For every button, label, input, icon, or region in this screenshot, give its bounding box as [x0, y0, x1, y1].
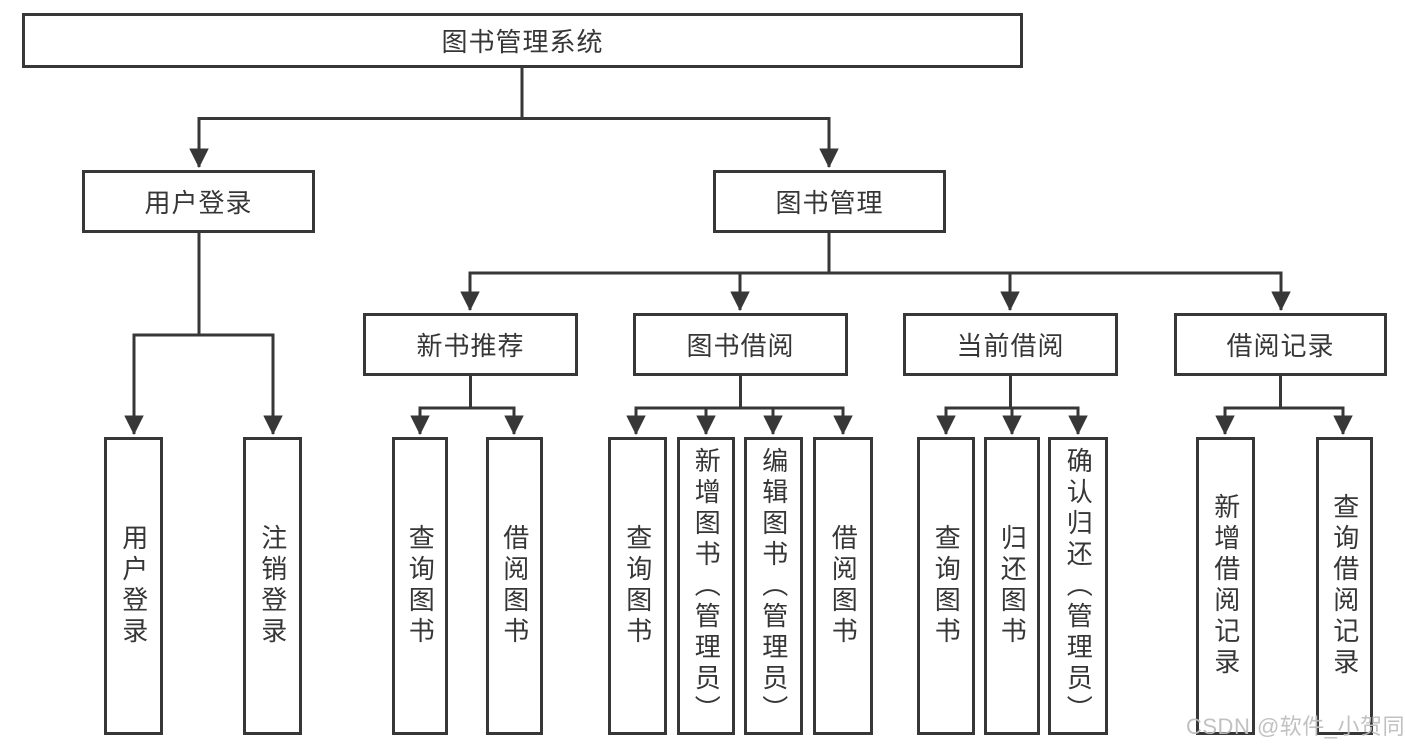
- leaf-current-return-books: 归还图书: [984, 437, 1040, 735]
- node-new-book-recommend: 新书推荐: [363, 313, 578, 376]
- leaf-label: 查询借阅记录: [1329, 493, 1360, 679]
- node-current-borrow: 当前借阅: [903, 313, 1118, 376]
- leaf-borrow-add-books-admin: 新增图书（管理员）: [677, 437, 735, 735]
- leaf-label: 借阅图书: [499, 524, 530, 648]
- leaf-borrow-borrow-books: 借阅图书: [813, 437, 873, 735]
- node-label: 图书管理: [775, 188, 884, 218]
- leaf-records-query-record: 查询借阅记录: [1316, 437, 1373, 735]
- node-label: 借阅记录: [1226, 331, 1335, 361]
- leaf-label: 注销登录: [257, 524, 288, 648]
- node-library-management-system: 图书管理系统: [22, 13, 1023, 68]
- leaf-borrow-edit-books-admin: 编辑图书（管理员）: [744, 437, 803, 735]
- leaf-label: 新增借阅记录: [1210, 493, 1241, 679]
- leaf-records-add-record: 新增借阅记录: [1196, 437, 1255, 735]
- leaf-label: 新增图书（管理员）: [691, 446, 722, 726]
- leaf-label: 确认归还（管理员）: [1063, 446, 1094, 726]
- csdn-watermark: CSDN @软件_小贺同学: [1186, 714, 1405, 739]
- leaf-borrow-query-books: 查询图书: [608, 437, 667, 735]
- leaf-current-confirm-return-admin: 确认归还（管理员）: [1048, 437, 1108, 735]
- node-label: 新书推荐: [416, 331, 525, 361]
- leaf-recommend-borrow-books: 借阅图书: [486, 437, 543, 735]
- leaf-label: 查询图书: [622, 524, 653, 648]
- node-label: 图书管理系统: [441, 27, 604, 57]
- leaf-label: 编辑图书（管理员）: [758, 446, 789, 726]
- leaf-current-query-books: 查询图书: [917, 437, 975, 735]
- leaf-label: 归还图书: [997, 524, 1028, 648]
- leaf-label: 查询图书: [931, 524, 962, 648]
- leaf-logout-login: 注销登录: [243, 437, 302, 735]
- node-label: 图书借阅: [686, 331, 795, 361]
- leaf-label: 借阅图书: [828, 524, 859, 648]
- node-label: 用户登录: [144, 188, 253, 218]
- leaf-label: 查询图书: [405, 524, 436, 648]
- leaf-label: 用户登录: [118, 524, 149, 648]
- node-user-login: 用户登录: [82, 170, 315, 233]
- node-book-management: 图书管理: [713, 170, 946, 233]
- node-borrow-records: 借阅记录: [1174, 313, 1387, 376]
- node-label: 当前借阅: [956, 331, 1065, 361]
- leaf-user-login: 用户登录: [104, 437, 163, 735]
- leaf-recommend-query-books: 查询图书: [392, 437, 448, 735]
- node-book-borrow: 图书借阅: [633, 313, 848, 376]
- connector-trunk-lines: [132, 66, 1345, 410]
